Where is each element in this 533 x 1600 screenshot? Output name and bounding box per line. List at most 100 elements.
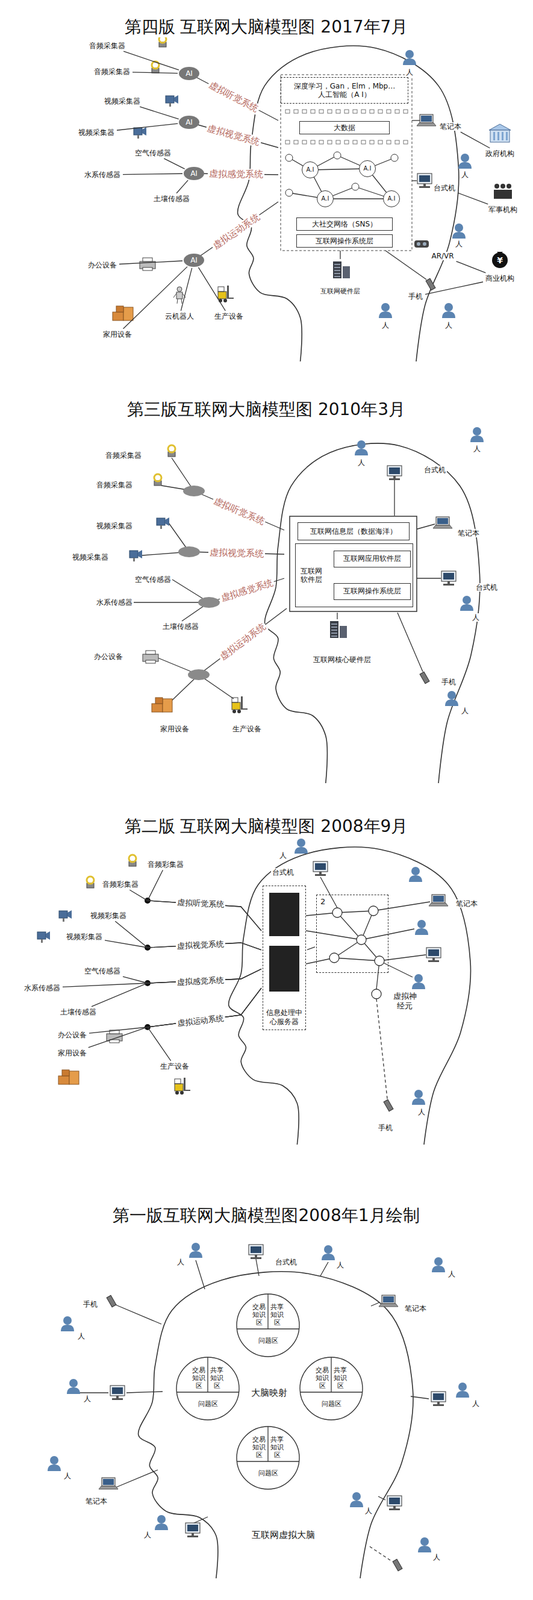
data-cell xyxy=(361,140,366,144)
device-label: 生产设备 xyxy=(158,1061,191,1071)
node-text: 办公设备 xyxy=(87,260,117,270)
device-label: 笔记本 xyxy=(454,899,479,908)
p-icon xyxy=(470,427,484,443)
au-icon xyxy=(168,445,176,457)
node-text: 空气传感器 xyxy=(134,148,172,158)
data-cell xyxy=(403,109,408,114)
node-text: 生产设备 xyxy=(160,1061,190,1071)
connector xyxy=(180,268,192,311)
layer-box: 互联网操作系统层 xyxy=(333,582,411,600)
pr-icon xyxy=(139,257,156,271)
connector xyxy=(129,889,262,931)
node-text: 音频采集器 xyxy=(105,451,142,460)
node-text: 人 xyxy=(63,1471,72,1480)
pc-icon xyxy=(387,465,402,481)
node-text: 人 xyxy=(445,321,453,330)
p-icon xyxy=(154,1514,169,1530)
node-text: 笔记本 xyxy=(439,122,462,131)
wire xyxy=(373,901,431,911)
neuron xyxy=(356,934,367,945)
device-label: 人 xyxy=(460,706,470,715)
pc-icon xyxy=(248,1244,264,1259)
system-label: 虚拟感觉系统 xyxy=(218,576,276,605)
node-text: 土壤传感器 xyxy=(162,622,199,631)
system-wire xyxy=(193,201,279,261)
node-text: 共享知识区 xyxy=(209,1365,225,1390)
device-label: 水系传感器 xyxy=(95,598,134,607)
ai-circle: A.I xyxy=(358,160,376,178)
system-wire xyxy=(193,490,285,530)
system-label: 虚拟运动系统 xyxy=(209,210,263,252)
connector xyxy=(460,131,490,149)
connector xyxy=(116,123,178,131)
neuron-box: 2 xyxy=(316,894,389,973)
cluster-divider xyxy=(207,1356,208,1392)
wire xyxy=(413,577,441,579)
device-label: 生产设备 xyxy=(213,311,245,321)
device-label: 互联网核心硬件层 xyxy=(311,655,373,664)
knowledge-zone: 交易知识区 xyxy=(191,1365,206,1390)
data-cell xyxy=(285,140,290,144)
device-label: 人 xyxy=(460,170,470,179)
node-text: 人工智能（A I） xyxy=(317,90,371,99)
device-label: 人 xyxy=(431,1552,442,1562)
node-text: 音频采集器 xyxy=(89,41,126,50)
connector xyxy=(147,987,262,1061)
system-wire xyxy=(189,73,279,121)
knowledge-cluster xyxy=(176,1356,240,1420)
cluster-divider xyxy=(267,1426,269,1462)
node-text: 大社交网络（SNS） xyxy=(311,219,378,229)
node-text: AI xyxy=(190,255,198,265)
device-label: 家用设备 xyxy=(101,330,134,339)
device-label: 视频采集器 xyxy=(77,128,116,137)
knowledge-zone: 交易知识区 xyxy=(251,1435,267,1459)
hub xyxy=(187,669,210,680)
node-text: 信息处理中心服务器 xyxy=(265,1008,303,1026)
node-text: 人 xyxy=(336,1260,344,1269)
node-text: 政府机构 xyxy=(485,149,515,158)
knowledge-zone: 问题区 xyxy=(321,1399,342,1408)
node-text: A.I xyxy=(321,195,330,203)
cluster-divider xyxy=(237,1327,299,1329)
knowledge-zone: 问题区 xyxy=(198,1399,219,1408)
system-label: 虚拟运动系统 xyxy=(216,620,269,664)
panel-title: 第三版互联网大脑模型图 2010年3月 xyxy=(125,399,407,420)
data-cell xyxy=(386,140,391,144)
data-cell xyxy=(386,109,391,114)
system-label: 虚拟视觉系统 xyxy=(208,546,265,559)
data-cell xyxy=(378,109,383,114)
node-text: 人 xyxy=(357,458,365,467)
node-text: 手机 xyxy=(83,1299,98,1309)
device-label: 生产设备 xyxy=(231,724,263,733)
p-icon xyxy=(431,1256,446,1272)
head-outline xyxy=(264,443,481,783)
device-label: AR/VR xyxy=(430,251,455,261)
au-icon xyxy=(128,854,137,867)
wire xyxy=(379,960,413,977)
node-text: 手机 xyxy=(441,677,456,686)
data-cell xyxy=(369,140,375,144)
node-text: 人 xyxy=(364,1506,373,1515)
p-icon xyxy=(414,919,429,935)
node-text: 笔记本 xyxy=(85,1496,108,1506)
connector xyxy=(132,72,178,74)
p-icon xyxy=(321,1244,335,1260)
p-icon xyxy=(442,302,456,318)
device-label: 人 xyxy=(470,1399,481,1408)
node-text: 视频采集器 xyxy=(78,128,115,137)
node-text: 空气传感器 xyxy=(134,575,172,584)
wire xyxy=(114,1469,158,1488)
device-label: 音频采集器 xyxy=(95,480,134,490)
connector xyxy=(89,987,262,1033)
knowledge-zone: 共享知识区 xyxy=(269,1435,285,1459)
cam-icon xyxy=(37,931,50,943)
bx-icon xyxy=(151,697,173,712)
data-cell xyxy=(310,109,315,114)
lt-icon xyxy=(428,894,449,906)
device-label: 军事机构 xyxy=(487,205,519,214)
wire xyxy=(385,250,427,280)
device-label: 办公设备 xyxy=(56,1030,88,1039)
p-icon xyxy=(378,302,393,318)
ph-icon xyxy=(425,278,436,291)
